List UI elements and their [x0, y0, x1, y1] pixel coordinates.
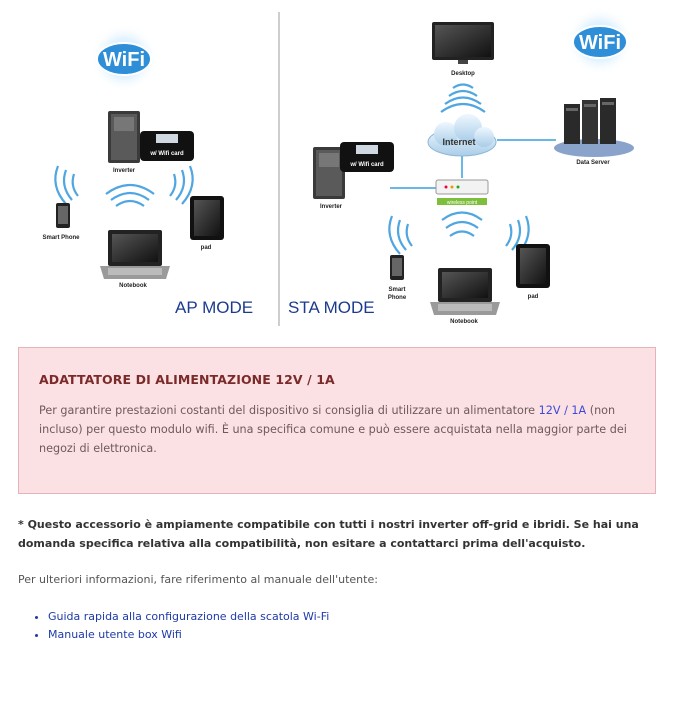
sta-wifi-logo-text: WiFi — [579, 32, 621, 54]
ap-wifi-card: w/ Wifi card — [140, 131, 194, 161]
ap-notebook-icon — [100, 230, 170, 279]
sta-inverter-label: Inverter — [320, 204, 343, 210]
ap-pad-label: pad — [201, 245, 212, 251]
sta-mode-label: STA MODE — [288, 298, 375, 317]
quick-setup-guide-link[interactable]: Guida rapida alla configurazione della s… — [48, 610, 330, 623]
sta-wifi-logo: WiFi — [566, 7, 634, 75]
compatibility-note: * Questo accessorio è ampiamente compati… — [18, 518, 639, 550]
sta-wireless-point-label: wireless point — [447, 200, 478, 206]
diagram-svg: WiFi Inverter w/ Wifi card Smart Phone p… — [42, 7, 634, 326]
sta-wifi-card: w/ Wifi card — [340, 142, 394, 172]
manual-links-list: Guida rapida alla configurazione della s… — [18, 608, 329, 644]
notice-text: Per garantire prestazioni costanti del d… — [39, 401, 635, 458]
ap-wifi-card-label: w/ Wifi card — [149, 151, 184, 157]
sta-smartphone-icon — [390, 255, 404, 280]
ap-pad-icon — [190, 196, 224, 240]
sta-data-server-icon — [554, 98, 634, 157]
ap-inverter-label: Inverter — [113, 168, 136, 174]
sta-desktop-label: Desktop — [451, 71, 475, 77]
ap-notebook-label: Notebook — [119, 283, 147, 289]
user-manual-link[interactable]: Manuale utente box Wifi — [48, 628, 182, 641]
sta-internet-cloud-icon — [427, 114, 497, 157]
wifi-modes-diagram: WiFi Inverter w/ Wifi card Smart Phone p… — [0, 0, 692, 336]
notice-text-before: Per garantire prestazioni costanti del d… — [39, 404, 539, 417]
sta-internet-label: Internet — [442, 137, 475, 147]
ap-smartphone-label: Smart Phone — [42, 235, 80, 241]
sta-smartphone-label-2: Phone — [388, 295, 407, 301]
sta-wireless-waves-icon — [388, 211, 530, 255]
notice-title: ADATTATORE DI ALIMENTAZIONE 12V / 1A — [39, 372, 335, 387]
ap-smartphone-icon — [56, 203, 70, 228]
sta-network-lines — [390, 139, 556, 189]
ap-wifi-waves-icon — [54, 165, 194, 207]
list-item: Guida rapida alla configurazione della s… — [48, 608, 329, 626]
sta-wireless-point-icon — [435, 179, 489, 205]
sta-notebook-label: Notebook — [450, 319, 478, 325]
ap-wifi-logo-text: WiFi — [103, 49, 145, 71]
sta-data-server-label: Data Server — [576, 160, 610, 166]
sta-inverter-icon — [313, 147, 345, 199]
ap-inverter-icon — [108, 111, 140, 163]
power-adapter-notice: ADATTATORE DI ALIMENTAZIONE 12V / 1A Per… — [18, 347, 656, 494]
sta-pad-label: pad — [528, 294, 539, 300]
sta-smartphone-label-1: Smart — [388, 287, 405, 293]
sta-pad-icon — [516, 244, 550, 288]
notice-highlight: 12V / 1A — [538, 404, 587, 417]
ap-wifi-logo: WiFi — [90, 24, 158, 92]
list-item: Manuale utente box Wifi — [48, 626, 329, 644]
sta-notebook-icon — [430, 268, 500, 315]
sta-desktop-waves-icon — [440, 83, 486, 113]
sta-wifi-card-label: w/ Wifi card — [349, 162, 384, 168]
notice-text-after: (non incluso) per questo modulo wifi. È … — [39, 404, 627, 455]
ap-mode-label: AP MODE — [175, 298, 253, 317]
sta-desktop-icon — [432, 22, 494, 64]
more-info-text: Per ulteriori informazioni, fare riferim… — [18, 573, 378, 586]
